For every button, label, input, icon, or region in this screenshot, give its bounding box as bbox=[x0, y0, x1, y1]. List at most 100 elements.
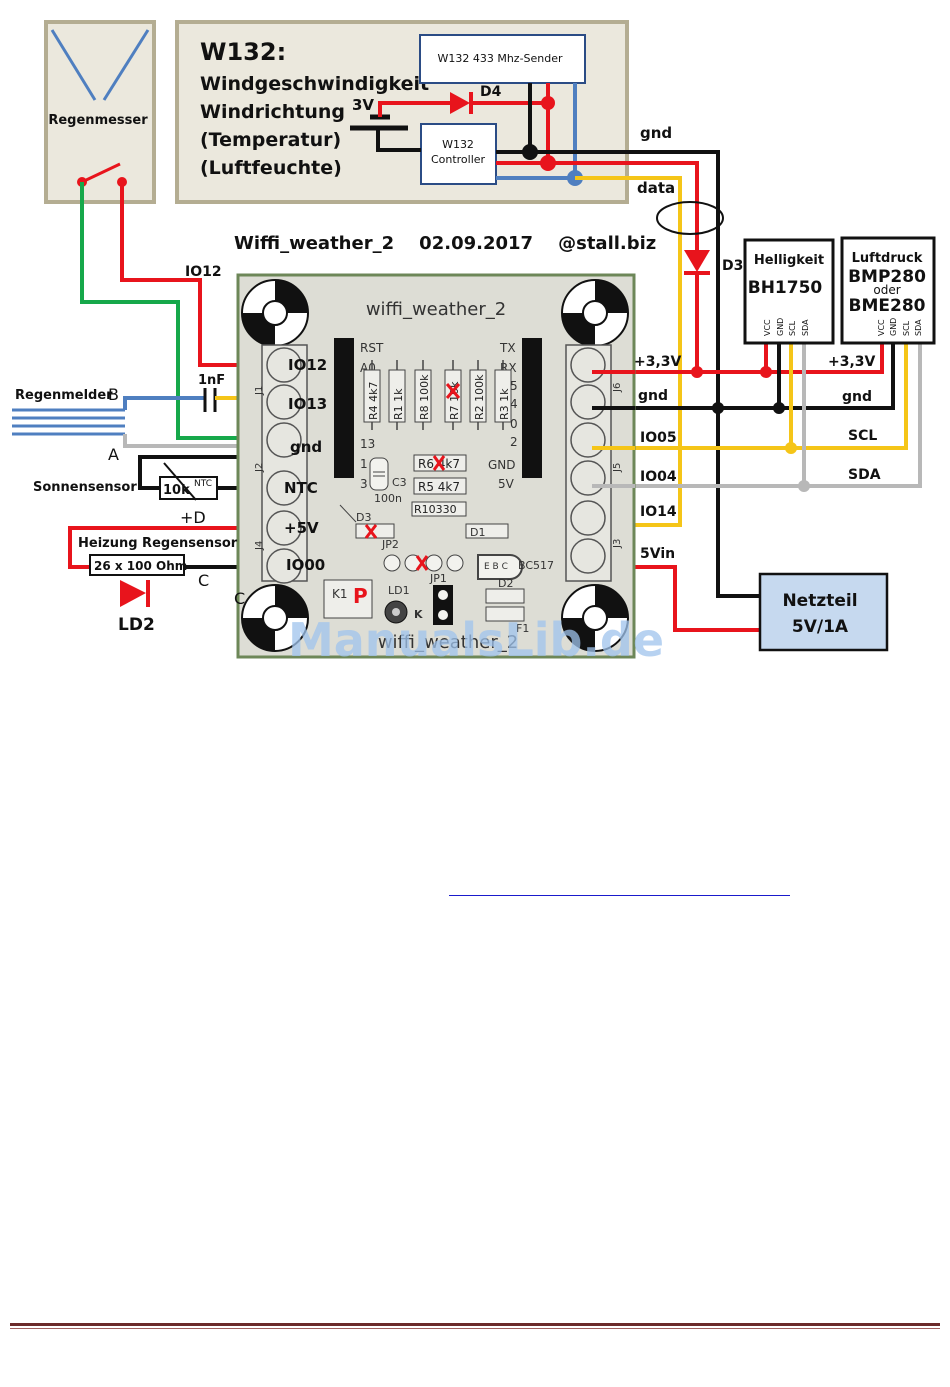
pin-num-1: 1 bbox=[360, 457, 368, 471]
c3-capacitor bbox=[369, 457, 389, 491]
resistor-r4: R4 4k7 bbox=[367, 381, 380, 420]
board-5v-label: 5V bbox=[498, 477, 515, 491]
bus-sda-label: SDA bbox=[848, 467, 881, 483]
w132-controller-line-1: W132 bbox=[442, 138, 474, 151]
d3-external-diode-symbol bbox=[684, 250, 710, 272]
link-underline[interactable] bbox=[449, 895, 790, 896]
left-pin-labels: IO12 IO13 gnd NTC +5V IO00 bbox=[284, 356, 327, 574]
resistor-r3: R3 1k bbox=[498, 388, 511, 420]
board: wiffi_weather_2 J1 J2 J4 J6 J5 J3 RST TX… bbox=[236, 273, 636, 659]
resistor-r10 bbox=[411, 501, 467, 517]
bc517-label: BC517 bbox=[518, 559, 554, 572]
right-conn-j3: J3 bbox=[612, 539, 623, 549]
mounting-hole-tl bbox=[241, 279, 309, 347]
heizung-resistor bbox=[89, 554, 185, 576]
pin-io13: IO13 bbox=[288, 395, 327, 413]
board-bottom-text: wiffi_weather_2 bbox=[378, 632, 518, 653]
pin-num-13: 13 bbox=[360, 437, 375, 451]
header-rst: RST bbox=[360, 341, 384, 355]
vertical-resistors bbox=[363, 360, 512, 430]
d2-diode bbox=[485, 588, 525, 604]
luftdruck-sensor: Luftdruck BMP280 oder BME280 VCC GND SCL… bbox=[840, 236, 936, 345]
helligkeit-chip: BH1750 bbox=[748, 278, 823, 298]
bc517-pins: E B C bbox=[484, 562, 508, 572]
bc517-transistor bbox=[477, 554, 523, 580]
bus-3v3-label: +3,3V bbox=[828, 354, 876, 370]
bus-scl-label: SCL bbox=[848, 428, 877, 444]
resistor-r2: R2 100k bbox=[473, 374, 486, 420]
ntc-label: NTC bbox=[194, 479, 212, 489]
d2-label: D2 bbox=[498, 577, 513, 590]
resistor-r1: R1 1k bbox=[392, 388, 405, 420]
jp2-label: JP2 bbox=[381, 538, 399, 551]
pin-io00: IO00 bbox=[286, 556, 325, 574]
point-c-label-1: C bbox=[198, 571, 209, 590]
helligkeit-pin-scl: SCL bbox=[788, 320, 797, 336]
board-d3-label: D3 bbox=[356, 511, 371, 524]
heizung-value: 26 x 100 Ohm bbox=[94, 559, 187, 573]
luftdruck-oder: oder bbox=[873, 283, 900, 297]
mounting-hole-tr bbox=[561, 279, 629, 347]
diagram-header: Wiffi_weather_2 02.09.2017 @stall.biz bbox=[234, 233, 656, 254]
sonnensensor-label: Sonnensensor bbox=[33, 480, 137, 495]
helligkeit-pin-sda: SDA bbox=[801, 319, 810, 336]
regenmelder-label: Regenmelder bbox=[15, 388, 113, 403]
footer-rule-thin bbox=[10, 1328, 940, 1329]
k1-label: K1 bbox=[332, 587, 348, 601]
w132-controller-line-2: Controller bbox=[431, 153, 486, 166]
regenmesser-label: Regenmesser bbox=[48, 113, 148, 128]
d4-diode-symbol bbox=[450, 92, 470, 114]
point-d-label: +D bbox=[180, 508, 206, 527]
helligkeit-title: Helligkeit bbox=[754, 253, 824, 268]
left-conn-j1: J1 bbox=[254, 386, 265, 396]
point-c-label-2: C bbox=[234, 589, 245, 608]
helligkeit-sensor: Helligkeit BH1750 VCC GND SCL SDA bbox=[743, 238, 835, 345]
point-b-label: B bbox=[108, 385, 119, 404]
mounting-hole-br bbox=[561, 584, 629, 652]
pin-gnd-right: gnd bbox=[638, 388, 668, 404]
f1-fuse bbox=[485, 606, 525, 622]
luftdruck-chip-1: BMP280 bbox=[848, 267, 926, 287]
luftdruck-pin-scl: SCL bbox=[902, 320, 911, 336]
w132-data-label: data bbox=[637, 179, 675, 197]
board-gnd-label: GND bbox=[488, 458, 516, 472]
ntc-resistor bbox=[159, 476, 218, 500]
w132-gnd-label: gnd bbox=[640, 124, 672, 142]
regenmesser-panel: Regenmesser bbox=[44, 20, 156, 204]
board-title: wiffi_weather_2 bbox=[366, 299, 506, 320]
heizung-label: Heizung Regensensor bbox=[78, 536, 238, 551]
watermark: ManualsLib.de bbox=[288, 613, 664, 667]
d3-external-label: D3 bbox=[722, 258, 743, 274]
pin-3v3: +3,3V bbox=[634, 354, 682, 370]
jp2-jumper bbox=[383, 554, 464, 572]
ld1-k-label: K bbox=[414, 608, 423, 621]
resistor-r5 bbox=[413, 477, 467, 495]
footer-rule bbox=[10, 1323, 940, 1326]
resistor-r5-label: R5 4k7 bbox=[418, 480, 460, 494]
luftdruck-pin-vcc: VCC bbox=[877, 319, 886, 336]
header-tx: TX bbox=[499, 341, 516, 355]
w132-line-4: (Luftfeuchte) bbox=[200, 157, 342, 179]
pin-num-3: 3 bbox=[360, 477, 368, 491]
w132-line-3: (Temperatur) bbox=[200, 129, 341, 151]
luftdruck-pin-sda: SDA bbox=[914, 319, 923, 336]
luftdruck-title: Luftdruck bbox=[852, 251, 923, 266]
board-d1-label: D1 bbox=[470, 526, 485, 539]
removed-component-mark bbox=[445, 383, 461, 399]
wiring-diagram: Regenmesser W132: Windgeschwindigkeit Wi… bbox=[12, 20, 936, 667]
right-conn-j5: J5 bbox=[612, 463, 623, 473]
jp1-label: JP1 bbox=[429, 572, 447, 585]
w132-panel: W132: Windgeschwindigkeit Windrichtung (… bbox=[175, 20, 675, 204]
helligkeit-pin-vcc: VCC bbox=[763, 319, 772, 336]
w132-sender-label: W132 433 Mhz-Sender bbox=[437, 52, 563, 65]
ntc-value: 10k bbox=[163, 483, 190, 498]
pin-5v: +5V bbox=[284, 519, 319, 537]
pin-io12: IO12 bbox=[288, 356, 327, 374]
netzteil-box: Netzteil 5V/1A bbox=[758, 572, 889, 652]
w132-line-2: Windrichtung bbox=[200, 101, 345, 123]
w132-title: W132: bbox=[200, 38, 286, 66]
pin-ntc: NTC bbox=[284, 479, 318, 497]
left-conn-j2: J2 bbox=[254, 463, 265, 473]
netzteil-line-1: Netzteil bbox=[782, 591, 857, 611]
point-a-label: A bbox=[108, 445, 119, 464]
